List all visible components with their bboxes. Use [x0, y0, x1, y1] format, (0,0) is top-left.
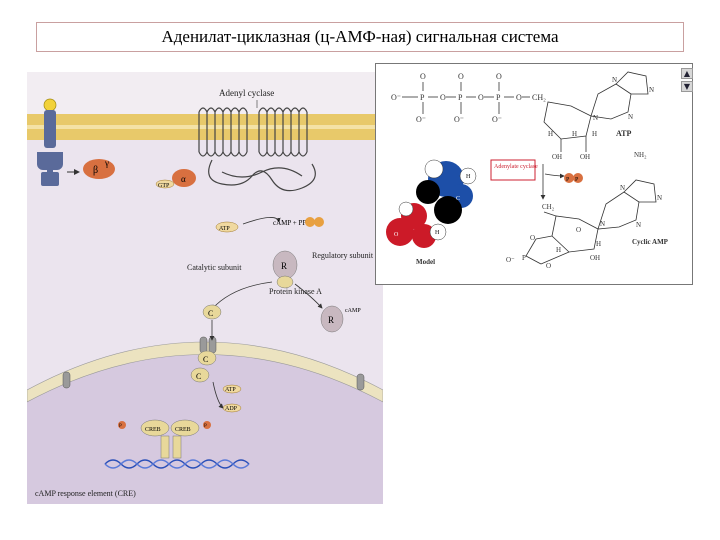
h-ring-label: H [572, 130, 577, 138]
r-camp-label: cAMP [345, 308, 361, 314]
model-h-label: H [435, 230, 440, 236]
scroll-up-button[interactable]: ▲ [681, 68, 693, 79]
atp-to-camp-panel: O⁻ O P O O P O O P O CH₂ O⁻ O⁻ O⁻ [375, 63, 693, 285]
dna-helix [104, 459, 250, 469]
title-box: Аденилат-циклазная (ц-АМФ-ная) сигнальна… [36, 22, 684, 52]
o-cyc-label-2: O [546, 262, 551, 270]
o-minus-label-1: O⁻ [391, 93, 401, 102]
creb-dimer [140, 419, 200, 459]
catalytic-subunit-label: Catalytic subunit [187, 263, 242, 272]
oh-label-1: OH [552, 153, 562, 161]
h-label-2: H [592, 130, 597, 138]
n-label-2: N [649, 86, 654, 94]
adenyl-cyclase [198, 107, 316, 192]
ch2b-label: CH₂ [542, 203, 555, 211]
h-label-4: H [596, 240, 601, 248]
n-label-8: N [600, 220, 605, 228]
n-label-1: N [612, 76, 617, 84]
nuclear-envelope [27, 341, 383, 403]
cre-label: cAMP response element (CRE) [35, 489, 136, 498]
o-cyc-minus-label: O⁻ [506, 256, 515, 264]
atp-label: ATP [219, 226, 230, 232]
protein-kinase-a: R [272, 250, 298, 289]
ppi-p-label-2: P [575, 177, 579, 183]
n-label-6: N [657, 194, 662, 202]
h-label-3: H [556, 246, 561, 254]
adenyl-cyclase-label: Adenyl cyclase [219, 88, 274, 98]
oh-label-2: OH [580, 153, 590, 161]
adenylate-cyclase-label: Adenylate cyclase [494, 164, 538, 170]
o-bot-label-1: O⁻ [416, 115, 426, 124]
p-label-3: P [496, 93, 501, 102]
o-top-label-1: O [420, 72, 426, 81]
atp-label: ATP [616, 129, 632, 138]
camp-ppi-label: cAMP + PPi [273, 219, 308, 227]
o-cyc-label-1: O [530, 234, 535, 242]
scroll-down-button[interactable]: ▼ [681, 81, 693, 92]
alpha-label: α [181, 174, 186, 184]
ppi-p-label-1: P [566, 177, 570, 183]
receptor [37, 98, 63, 186]
o-bridge-label-1: O [440, 93, 446, 102]
oh-label-3: OH [590, 254, 600, 262]
h-label-1: H [548, 130, 553, 138]
p-label-2: P [204, 424, 207, 429]
p-label-1: P [420, 93, 425, 102]
o-bot-label-2: O⁻ [454, 115, 464, 124]
p-label-2: P [458, 93, 463, 102]
molecule-model: C H H O [386, 159, 477, 248]
n-label-4: N [593, 114, 598, 122]
c-subunit-label: C [208, 309, 213, 318]
model-label: Model [416, 258, 435, 266]
o-bridge-label-3: O [516, 93, 522, 102]
adp-label: ADP [225, 406, 238, 412]
o-bridge-label-2: O [478, 93, 484, 102]
adenylate-cyclase-box [490, 159, 536, 181]
atp-camp-structure: O⁻ O P O O P O O P O CH₂ O⁻ O⁻ O⁻ [386, 71, 669, 270]
pka-r-label: R [281, 261, 287, 271]
creb-label-1: CREB [145, 427, 161, 433]
o-ring-label: O [576, 226, 581, 234]
n-label-7: N [636, 221, 641, 229]
creb-label-2: CREB [175, 427, 191, 433]
ch2-label: CH₂ [532, 93, 546, 102]
g-protein: β γ α GTP [67, 158, 196, 189]
o-bot-label-3: O⁻ [492, 115, 502, 124]
nh2-label: NH₂ [634, 151, 647, 159]
regulatory-subunit-label: Regulatory subunit [312, 251, 374, 260]
p-cyc-label: P [522, 254, 526, 262]
r-camp-r-label: R [328, 315, 334, 325]
camp-signaling-diagram: β γ α GTP Adenyl cyclase ATP cAMP + PPi … [27, 72, 383, 504]
model-c-label: C [456, 196, 460, 202]
p-label-1: P [119, 424, 122, 429]
nuclear-pores [62, 336, 365, 391]
o-top-label-3: O [496, 72, 502, 81]
n-label-3: N [628, 113, 633, 121]
gtp-label: GTP [158, 183, 170, 189]
model-o-label: O [394, 232, 399, 238]
cyclic-amp-label: Cyclic AMP [632, 238, 669, 246]
c-subunit-label-2: C [203, 355, 208, 364]
n-label-5: N [620, 184, 625, 192]
model-h2-label: H [466, 174, 471, 180]
protein-kinase-a-label: Protein kinase A [269, 287, 322, 296]
beta-label: β [93, 165, 98, 176]
atp-label-2: ATP [225, 387, 236, 393]
c-subunit-label-3: C [196, 372, 201, 381]
page-title: Аденилат-циклазная (ц-АМФ-ная) сигнальна… [161, 27, 559, 46]
r-camp-complex [320, 305, 344, 333]
gamma-label: γ [104, 158, 109, 168]
o-top-label-2: O [458, 72, 464, 81]
